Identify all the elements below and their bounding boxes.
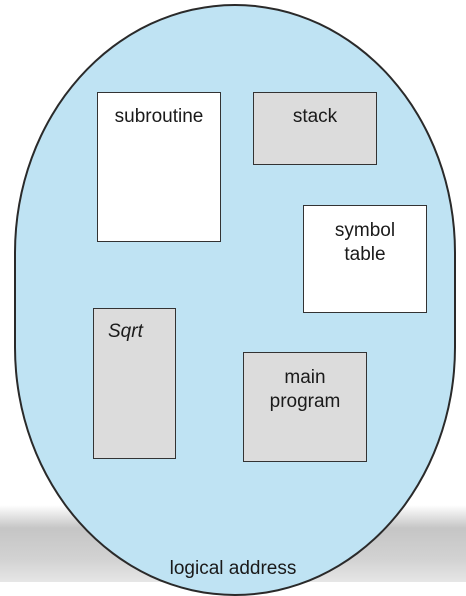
segment-subroutine: subroutine [97, 92, 221, 242]
segment-symbol-table: symbol table [303, 205, 427, 313]
segment-stack: stack [253, 92, 377, 165]
segment-main-program-label: main program [269, 367, 341, 412]
diagram-caption: logical address [169, 558, 297, 579]
segment-sqrt-label: Sqrt [108, 321, 143, 342]
segment-stack-label: stack [292, 106, 338, 127]
segment-sqrt: Sqrt [93, 308, 176, 459]
segment-subroutine-label: subroutine [114, 106, 204, 127]
segment-symbol-table-label: symbol table [334, 220, 396, 265]
segment-main-program: main program [243, 352, 367, 462]
